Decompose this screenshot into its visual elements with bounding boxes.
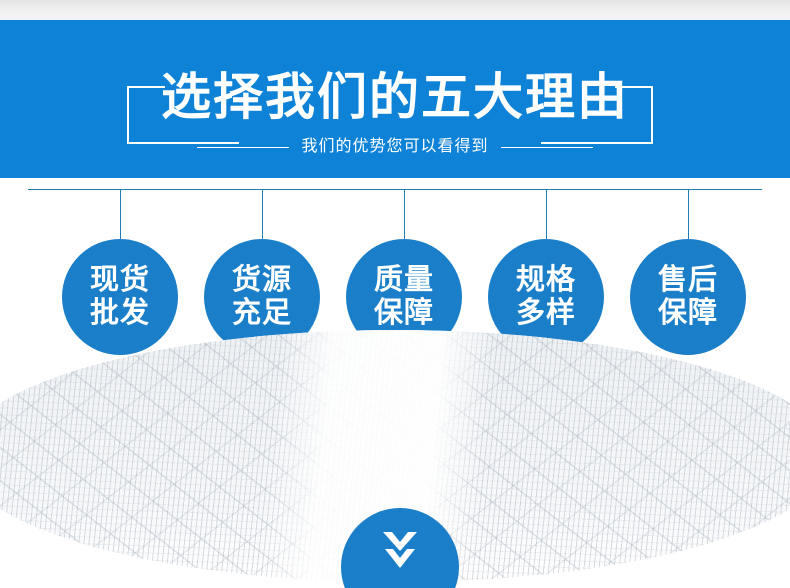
bottom-photo-ellipse-mask bbox=[0, 330, 790, 582]
connector-rail bbox=[28, 189, 762, 190]
feature-circle-5-line2: 保障 bbox=[657, 297, 718, 329]
connector-stem-5 bbox=[688, 189, 689, 241]
feature-circle-2-line2: 充足 bbox=[231, 297, 292, 329]
bottom-photo-region bbox=[0, 330, 790, 582]
bracket-top-left-segment bbox=[127, 86, 165, 88]
feature-circle-3-line1: 质量 bbox=[373, 264, 434, 296]
bracket-top-right-segment bbox=[615, 86, 653, 88]
subtitle-row: 我们的优势您可以看得到 bbox=[0, 136, 790, 158]
bracket-bottom-right-segment bbox=[541, 142, 653, 144]
connector-stem-1 bbox=[120, 189, 121, 241]
connector-stem-3 bbox=[404, 189, 405, 241]
feature-circle-2-line1: 货源 bbox=[231, 264, 292, 296]
feature-circle-5-line1: 售后 bbox=[657, 264, 718, 296]
feature-circle-4-line2: 多样 bbox=[515, 297, 576, 329]
feature-circle-1-line1: 现货 bbox=[89, 264, 150, 296]
feature-circle-1-line2: 批发 bbox=[89, 297, 150, 329]
bracket-bottom-left-segment bbox=[127, 142, 239, 144]
chevron-down-icon bbox=[377, 530, 423, 570]
bracket-right-edge bbox=[651, 86, 653, 144]
page-subtitle: 我们的优势您可以看得到 bbox=[301, 138, 489, 155]
subtitle-rule-right bbox=[500, 146, 593, 148]
page-title: 选择我们的五大理由 bbox=[161, 69, 629, 125]
feature-circle-4-line1: 规格 bbox=[515, 264, 576, 296]
connector-stem-4 bbox=[546, 189, 547, 241]
connector-stem-2 bbox=[262, 189, 263, 241]
header-banner: 选择我们的五大理由 我们的优势您可以看得到 bbox=[0, 20, 790, 178]
title-bracket-frame bbox=[127, 86, 653, 144]
subtitle-rule-left bbox=[197, 146, 290, 148]
feature-circle-3-line2: 保障 bbox=[373, 297, 434, 329]
top-strip bbox=[0, 0, 790, 20]
bracket-left-edge bbox=[127, 86, 129, 144]
